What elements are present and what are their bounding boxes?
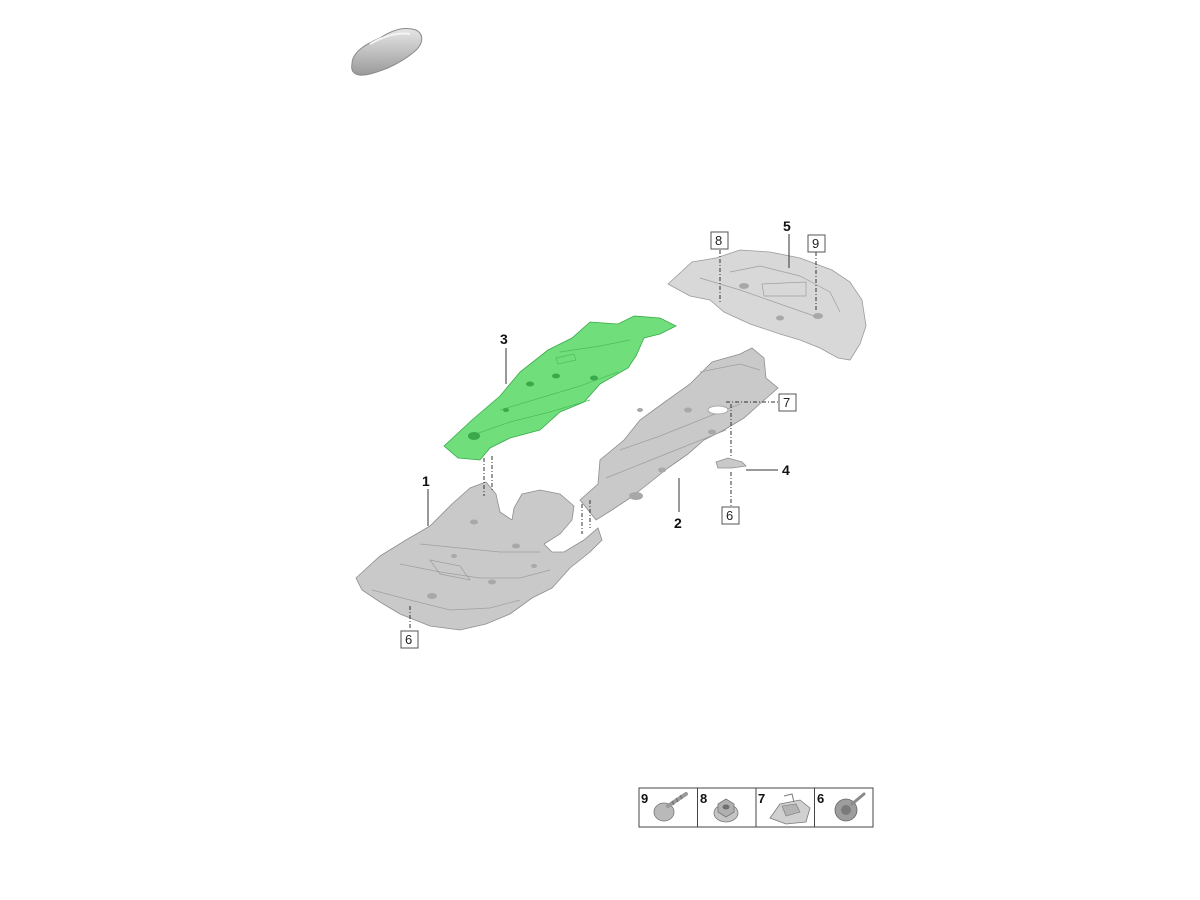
svg-text:7: 7 — [758, 791, 765, 806]
part-1-front-panel[interactable] — [355, 481, 603, 631]
flange-nut-icon — [713, 798, 739, 823]
svg-text:6: 6 — [817, 791, 824, 806]
callout-4: 4 — [782, 462, 790, 478]
boxed-ref-6-mid: 6 — [721, 506, 740, 525]
svg-text:9: 9 — [641, 791, 648, 806]
legend-item-7[interactable]: 7 — [758, 791, 811, 825]
vehicle-thumbnail-icon — [351, 27, 423, 76]
svg-text:8: 8 — [700, 791, 707, 806]
boxed-ref-7: 7 — [778, 393, 797, 412]
legend-item-6[interactable]: 6 — [817, 791, 866, 822]
spring-clip-icon — [769, 793, 811, 825]
leader-lines — [409, 234, 817, 630]
svg-text:6: 6 — [726, 508, 733, 523]
svg-text:7: 7 — [783, 395, 790, 410]
boxed-ref-9-top: 9 — [807, 234, 826, 253]
callout-3: 3 — [500, 331, 508, 347]
callout-2: 2 — [674, 515, 682, 531]
part-2-middle-panel[interactable] — [579, 347, 779, 521]
svg-text:8: 8 — [715, 233, 722, 248]
part-4-small-bracket[interactable] — [715, 457, 747, 469]
self-tapping-screw-icon — [653, 792, 688, 822]
part-3-side-panel-highlighted[interactable] — [443, 315, 677, 461]
push-rivet-icon — [834, 792, 866, 822]
part-5-rear-panel[interactable] — [667, 249, 867, 361]
svg-text:9: 9 — [812, 236, 819, 251]
boxed-ref-8-top: 8 — [710, 231, 729, 250]
svg-text:6: 6 — [405, 632, 412, 647]
callout-5: 5 — [783, 218, 791, 234]
boxed-ref-6-bottom: 6 — [400, 630, 419, 649]
fastener-legend: 9 8 7 6 — [638, 787, 874, 828]
legend-item-9[interactable]: 9 — [641, 791, 688, 822]
legend-item-8[interactable]: 8 — [700, 791, 739, 823]
callout-1: 1 — [422, 473, 430, 489]
